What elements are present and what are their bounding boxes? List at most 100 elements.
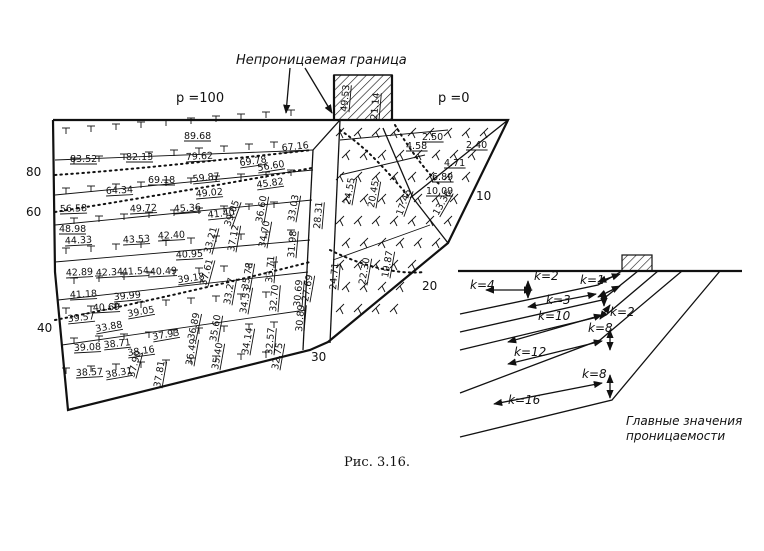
tensor-mark xyxy=(375,175,380,183)
permeability-ticks xyxy=(335,127,489,315)
tensor-mark xyxy=(375,263,380,271)
arrow-icon xyxy=(599,304,611,320)
pressure-value: 22.30 xyxy=(357,257,373,286)
pressure-value: 20.45 xyxy=(366,180,382,209)
pressure-value: 37.12 xyxy=(226,224,242,253)
tensor-mark xyxy=(393,219,398,227)
tensor-mark xyxy=(357,131,362,139)
pressure-value: 2.50 xyxy=(422,132,443,143)
contour-label: 80 xyxy=(26,165,41,179)
tensor-mark xyxy=(435,197,440,205)
pressure-value: 43.53 xyxy=(123,234,151,246)
tensor-mark xyxy=(345,285,350,293)
pressure-value: 42.89 xyxy=(66,267,94,279)
pressure-value: 36.89 xyxy=(186,312,202,341)
pressure-value: 42.34 xyxy=(96,267,124,279)
pressure-value: 37.81 xyxy=(152,360,168,389)
tensor-mark xyxy=(483,131,488,139)
pressure-value: 36.49 xyxy=(184,338,200,367)
arrow-icon xyxy=(527,291,597,310)
tensor-mark xyxy=(417,197,422,205)
tensor-mark xyxy=(381,197,386,205)
tensor-mark xyxy=(399,153,404,161)
arrow-icon xyxy=(597,273,621,283)
pressure-value: 49.72 xyxy=(130,203,158,215)
tensor-mark xyxy=(399,197,404,205)
pressure-value: 82.13 xyxy=(126,152,153,163)
permeability-label: k=10 xyxy=(538,309,571,323)
tensor-mark xyxy=(339,131,344,139)
inset-arrows xyxy=(485,273,621,407)
tensor-mark xyxy=(447,175,452,183)
boundary-pointer xyxy=(283,67,333,114)
tensor-mark xyxy=(393,175,398,183)
pressure-value: 17.45 xyxy=(394,188,414,217)
pressure-value: 33.03 xyxy=(286,194,302,223)
tensor-mark xyxy=(429,175,434,183)
pressure-value: 56.58 xyxy=(60,203,88,215)
figure-caption: Рис. 3.16. xyxy=(344,455,410,470)
tensor-mark xyxy=(417,153,422,161)
arrow-icon xyxy=(597,285,621,298)
contour-label: 20 xyxy=(422,279,437,293)
pressure-value: 33.71 xyxy=(264,255,277,283)
permeability-label: k=16 xyxy=(508,393,541,407)
tensor-mark xyxy=(381,241,386,249)
pressure-value: 38.31 xyxy=(105,365,134,381)
tensor-mark xyxy=(447,219,452,227)
tensor-mark xyxy=(417,241,422,249)
tensor-mark xyxy=(399,285,404,293)
pressure-value: 49.53 xyxy=(339,84,352,112)
tensor-mark xyxy=(447,131,452,139)
pressure-value: 38.57 xyxy=(76,367,104,379)
pressure-value: 39.99 xyxy=(113,290,141,303)
tensor-mark xyxy=(363,153,368,161)
permeability-label: k=2 xyxy=(534,269,559,283)
pressure-value: 40.95 xyxy=(176,249,204,261)
pressure-value: 32.75 xyxy=(270,342,286,371)
tensor-mark xyxy=(411,175,416,183)
tensor-mark xyxy=(411,219,416,227)
pressure-value: 27.69 xyxy=(300,274,316,303)
pressure-value: 83.52 xyxy=(70,154,97,165)
tensor-mark xyxy=(339,307,344,315)
pressure-value: 39.05 xyxy=(127,304,156,320)
tensor-mark xyxy=(471,153,476,161)
impermeable-wall xyxy=(332,74,394,121)
pressure-value: 44.33 xyxy=(65,235,93,247)
pressure-value: 4.58 xyxy=(406,141,427,152)
tensor-mark xyxy=(363,241,368,249)
tensor-mark xyxy=(381,285,386,293)
tensor-mark xyxy=(429,131,434,139)
pressure-value: 2.40 xyxy=(466,140,487,151)
pressure-value: 32.57 xyxy=(264,327,277,355)
tensor-mark xyxy=(399,241,404,249)
permeability-label: k=2 xyxy=(610,305,635,319)
pressure-value: 31.98 xyxy=(286,230,299,258)
p-high-label: p =100 xyxy=(176,91,224,106)
permeability-label: k=3 xyxy=(546,293,571,307)
tensor-mark xyxy=(345,153,350,161)
pressure-value: 35.60 xyxy=(208,314,224,343)
legend-line-2: проницаемости xyxy=(626,429,725,443)
contour-label: 30 xyxy=(311,350,326,364)
tensor-mark xyxy=(357,175,362,183)
pressure-value: 10.09 xyxy=(426,186,453,197)
pressure-value: 49.02 xyxy=(195,187,223,200)
pressure-value: 19.87 xyxy=(380,250,396,279)
tensor-mark xyxy=(345,197,350,205)
pressure-value: 21.14 xyxy=(369,92,382,120)
tensor-mark xyxy=(357,219,362,227)
pressure-value: 24.71 xyxy=(328,262,341,290)
pressure-value: 37.93 xyxy=(152,327,181,343)
permeability-label: k=12 xyxy=(514,345,546,359)
pressure-value: 32.70 xyxy=(268,284,281,312)
arrow-icon xyxy=(507,339,603,366)
contour-label: 60 xyxy=(26,205,41,219)
tensor-mark xyxy=(357,263,362,271)
pressure-value: 42.40 xyxy=(158,230,186,242)
boundary-label: Непроницаемая граница xyxy=(236,53,407,68)
